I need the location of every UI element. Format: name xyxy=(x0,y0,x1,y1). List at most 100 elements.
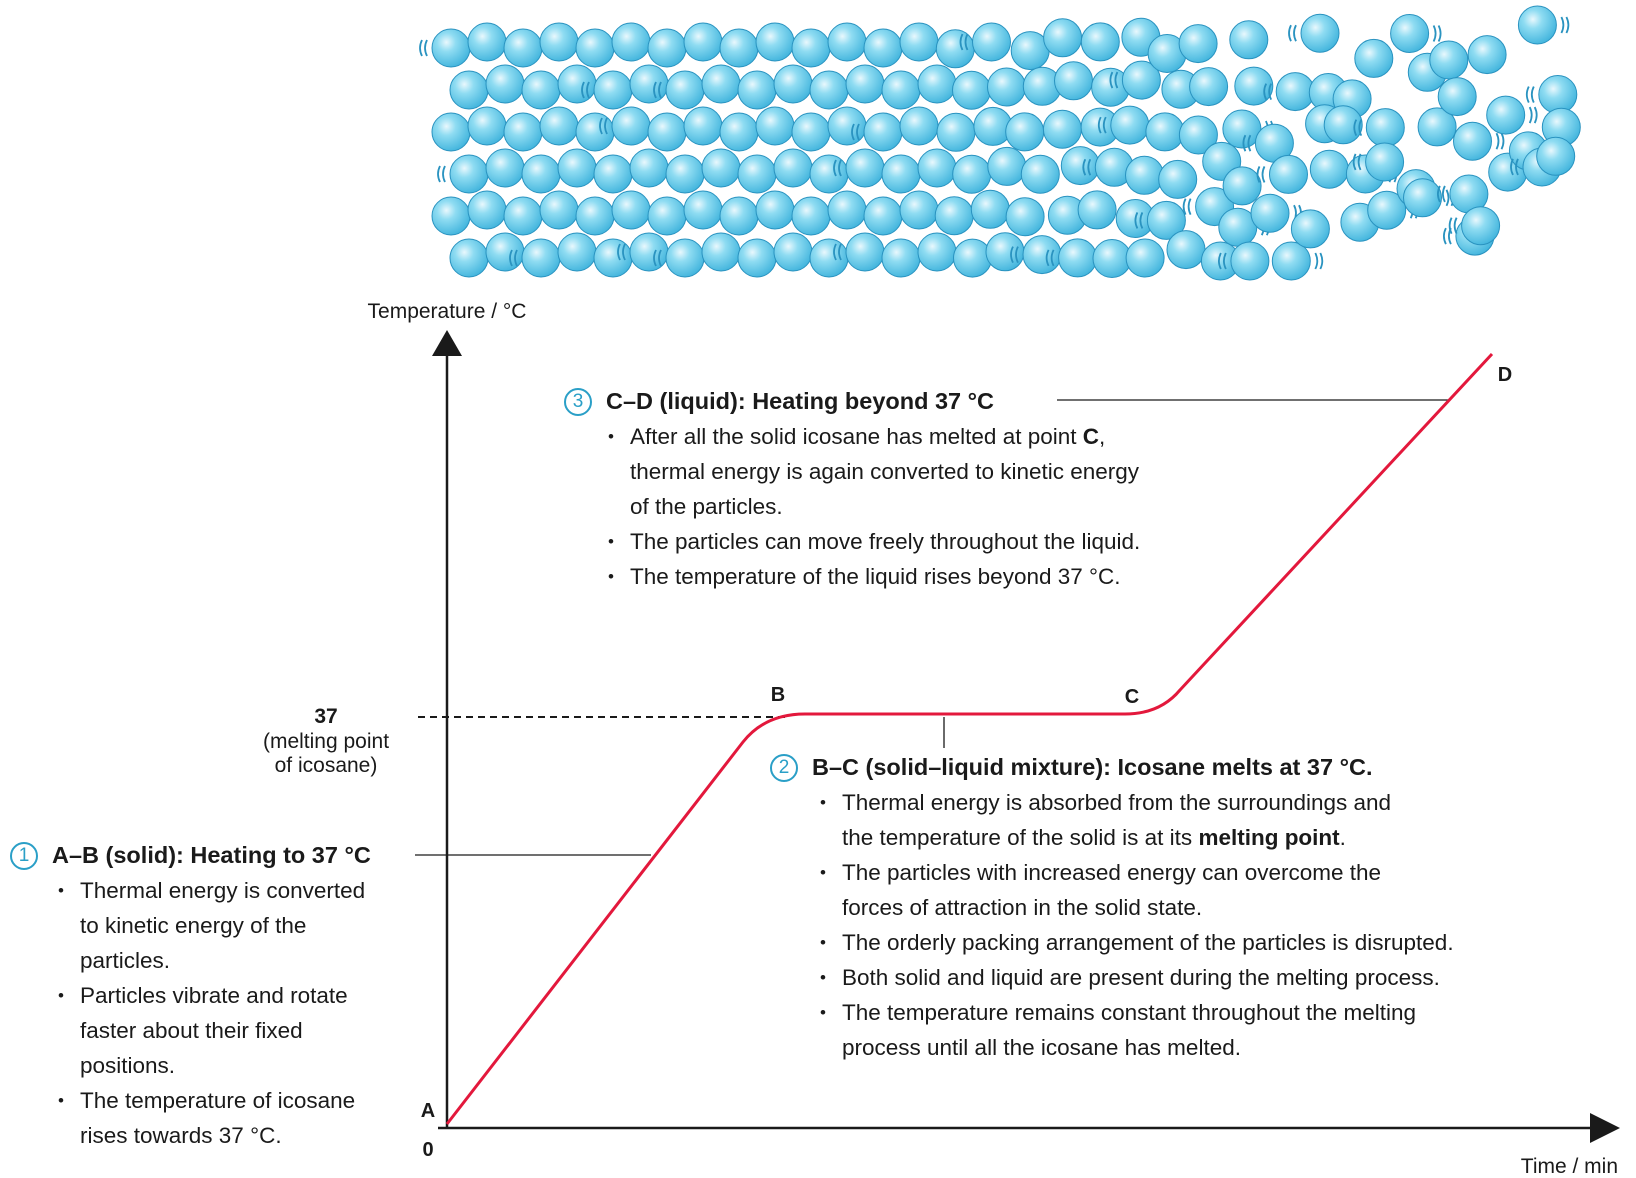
motion-mark xyxy=(833,243,837,261)
motion-mark xyxy=(1357,153,1362,171)
bullet-text: rises towards 37 °C. xyxy=(80,1123,282,1148)
motion-mark xyxy=(1247,134,1252,152)
motion-mark xyxy=(1353,119,1358,137)
motion-mark xyxy=(1560,16,1565,34)
particle xyxy=(1178,24,1218,64)
bullet-text: process until all the icosane has melted… xyxy=(842,1035,1241,1060)
bullet-text: The particles with increased energy can … xyxy=(842,860,1382,885)
particle xyxy=(1125,238,1165,278)
particle xyxy=(1290,209,1330,249)
bullet-text: thermal energy is again converted to kin… xyxy=(630,459,1140,484)
bullet-text: faster about their fixed xyxy=(80,1018,303,1043)
motion-mark xyxy=(586,81,590,99)
motion-mark xyxy=(658,81,662,99)
motion-mark xyxy=(442,165,446,183)
motion-mark xyxy=(1187,198,1192,216)
annotation-ab-number: 1 xyxy=(10,841,38,870)
point-label-b: B xyxy=(771,684,785,706)
annotation-bc-number: 2 xyxy=(770,753,798,782)
annotation-bc-title: B–C (solid–liquid mixture): Icosane melt… xyxy=(812,754,1373,780)
motion-mark xyxy=(1437,185,1441,203)
bullet-text: , xyxy=(1099,424,1106,449)
particle xyxy=(1403,178,1442,218)
bullet-text: The particles can move freely throughout… xyxy=(630,529,1141,554)
particle xyxy=(1354,38,1394,78)
motion-mark xyxy=(1319,252,1324,270)
motion-mark xyxy=(838,159,842,177)
motion-mark xyxy=(1015,246,1019,264)
motion-mark xyxy=(1437,25,1442,42)
annotation-bc: 2 B–C (solid–liquid mixture): Icosane me… xyxy=(770,750,1454,1065)
motion-mark xyxy=(653,249,657,267)
motion-mark xyxy=(851,123,855,141)
bullet-text: The orderly packing arrangement of the p… xyxy=(842,930,1454,955)
motion-mark xyxy=(1182,198,1187,216)
motion-mark xyxy=(1134,212,1139,229)
x-axis-arrow xyxy=(1590,1113,1620,1143)
annotation-cd-bullet: After all the solid icosane has melted a… xyxy=(606,419,1140,524)
motion-mark xyxy=(1530,86,1535,103)
bullet-bold: melting point xyxy=(1198,825,1340,850)
motion-mark xyxy=(1256,166,1261,183)
particle xyxy=(1189,67,1229,107)
annotation-ab-title: A–B (solid): Heating to 37 °C xyxy=(52,842,371,868)
annotation-cd-bullet: The particles can move freely throughout… xyxy=(606,524,1140,559)
annotation-bc-bullet: The particles with increased energy can … xyxy=(818,855,1454,925)
bullet-text: of the particles. xyxy=(630,494,783,519)
bullet-text: After all the solid icosane has melted a… xyxy=(630,424,1083,449)
motion-mark xyxy=(1223,252,1227,270)
motion-mark xyxy=(622,243,626,261)
bullet-text: forces of attraction in the solid state. xyxy=(842,895,1203,920)
particle xyxy=(1178,115,1218,155)
particle xyxy=(1429,40,1469,80)
particle xyxy=(1300,13,1340,53)
motion-mark xyxy=(514,249,518,267)
motion-mark xyxy=(1442,185,1446,203)
motion-mark xyxy=(1314,252,1319,270)
bullet-text: Thermal energy is absorbed from the surr… xyxy=(842,790,1392,815)
annotation-bc-bullet: The orderly packing arrangement of the p… xyxy=(818,925,1454,960)
motion-mark xyxy=(1102,116,1107,134)
motion-mark xyxy=(1495,132,1500,150)
motion-mark xyxy=(653,81,657,99)
motion-mark xyxy=(509,249,513,267)
motion-mark xyxy=(1288,24,1292,42)
particle xyxy=(1271,241,1311,281)
motion-mark xyxy=(1087,158,1092,176)
motion-mark xyxy=(856,123,860,141)
point-label-c: C xyxy=(1125,686,1139,708)
bullet-text: Thermal energy is converted xyxy=(80,878,366,903)
motion-mark xyxy=(419,39,423,57)
annotation-bc-bullets-more: The particles with increased energy can … xyxy=(818,855,1454,1065)
annotation-bc-bullets: Thermal energy is absorbed from the surr… xyxy=(818,785,1454,855)
particle xyxy=(1390,14,1430,53)
particle xyxy=(1461,206,1501,246)
particle-illustration xyxy=(419,5,1581,281)
motion-mark xyxy=(1114,71,1119,89)
x-axis-label: Time / min xyxy=(1521,1155,1618,1178)
motion-mark xyxy=(1525,86,1530,103)
particle xyxy=(1234,66,1274,106)
motion-mark xyxy=(1358,119,1363,137)
motion-mark xyxy=(838,243,842,261)
particle xyxy=(1365,142,1405,182)
motion-mark xyxy=(1352,153,1357,171)
particle xyxy=(1486,95,1526,135)
motion-mark xyxy=(1261,166,1266,183)
bullet-text: Particles vibrate and rotate xyxy=(80,983,348,1008)
bullet-text: positions. xyxy=(80,1053,176,1078)
motion-mark xyxy=(1510,158,1514,176)
particle xyxy=(1517,5,1557,45)
bullet-text: The temperature of the liquid rises beyo… xyxy=(630,564,1121,589)
motion-mark xyxy=(617,243,621,261)
motion-mark xyxy=(1293,24,1297,42)
melting-point-note-1: (melting point xyxy=(263,730,389,753)
melting-point-note-2: of icosane) xyxy=(275,754,378,777)
particle xyxy=(1080,22,1120,62)
melting-point-value: 37 xyxy=(314,705,337,728)
particle xyxy=(1250,193,1290,233)
motion-mark xyxy=(1500,132,1505,150)
particle xyxy=(1020,154,1060,194)
annotation-cd-heading: 3 C–D (liquid): Heating beyond 37 °C xyxy=(564,384,1140,419)
motion-mark xyxy=(1263,83,1268,101)
